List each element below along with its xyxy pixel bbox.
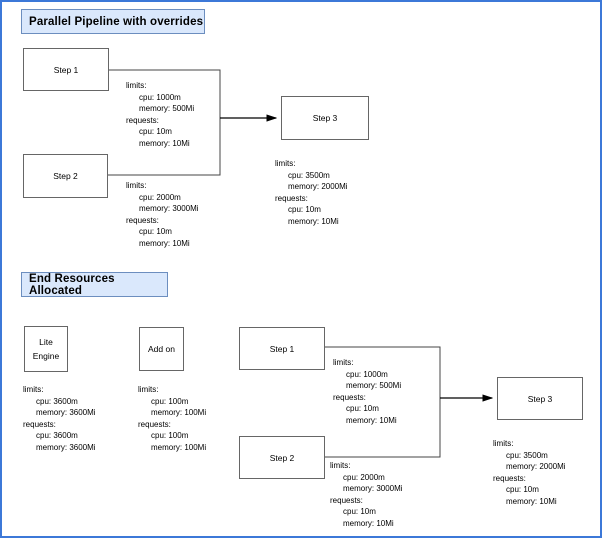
limits-label: limits:	[126, 181, 147, 190]
requests-cpu: cpu: 100m	[151, 431, 189, 441]
limits-cpu: cpu: 3500m	[288, 170, 330, 180]
requests-memory: memory: 100Mi	[151, 442, 207, 452]
requests-label: requests:	[126, 215, 159, 225]
requests-cpu: cpu: 10m	[343, 507, 376, 517]
limits-cpu: cpu: 1000m	[346, 369, 388, 379]
requests-cpu: cpu: 3600m	[36, 431, 78, 441]
node-top-step-2-label: Step 2	[53, 171, 78, 181]
banner-parallel-pipeline-label: Parallel Pipeline with overrides	[29, 15, 204, 28]
requests-label: requests:	[275, 193, 308, 203]
requests-memory: memory: 10Mi	[506, 496, 557, 506]
node-bottom-step-2[interactable]: Step 2	[239, 436, 325, 479]
requests-label: requests:	[330, 495, 363, 505]
limits-cpu: cpu: 100m	[151, 396, 189, 406]
resources-top-step-1: limits: cpu: 1000m memory: 500Mi request…	[126, 80, 194, 150]
node-add-on-label: Add on	[148, 344, 175, 354]
requests-memory: memory: 10Mi	[139, 138, 190, 148]
limits-label: limits:	[333, 358, 354, 367]
requests-cpu: cpu: 10m	[506, 485, 539, 495]
limits-cpu: cpu: 3600m	[36, 396, 78, 406]
limits-memory: memory: 2000Mi	[288, 182, 348, 192]
banner-end-resources-allocated: End Resources Allocated	[21, 272, 168, 297]
limits-memory: memory: 3000Mi	[343, 484, 403, 494]
limits-label: limits:	[275, 159, 296, 168]
node-lite-engine[interactable]: Lite Engine	[24, 326, 68, 372]
limits-memory: memory: 500Mi	[139, 104, 195, 114]
requests-cpu: cpu: 10m	[288, 205, 321, 215]
limits-cpu: cpu: 2000m	[139, 192, 181, 202]
requests-label: requests:	[23, 419, 56, 429]
banner-end-resources-allocated-label: End Resources Allocated	[29, 272, 115, 297]
node-bottom-step-2-label: Step 2	[269, 452, 295, 463]
limits-label: limits:	[493, 439, 514, 448]
limits-cpu: cpu: 3500m	[506, 450, 548, 460]
node-top-step-1-label: Step 1	[53, 64, 79, 75]
limits-memory: memory: 2000Mi	[506, 462, 566, 472]
resources-top-step-3: limits: cpu: 3500m memory: 2000Mi reques…	[275, 158, 348, 228]
limits-label: limits:	[330, 461, 351, 470]
resources-bottom-step-1: limits: cpu: 1000m memory: 500Mi request…	[333, 357, 401, 427]
limits-memory: memory: 3600Mi	[36, 408, 96, 418]
requests-memory: memory: 10Mi	[288, 216, 339, 226]
limits-memory: memory: 100Mi	[151, 408, 207, 418]
resources-add-on: limits: cpu: 100m memory: 100Mi requests…	[138, 384, 206, 454]
limits-cpu: cpu: 1000m	[139, 92, 181, 102]
requests-label: requests:	[493, 473, 526, 483]
limits-label: limits:	[138, 385, 159, 394]
requests-label: requests:	[333, 392, 366, 402]
requests-memory: memory: 3600Mi	[36, 442, 96, 452]
requests-memory: memory: 10Mi	[139, 238, 190, 248]
limits-cpu: cpu: 2000m	[343, 472, 385, 482]
requests-label: requests:	[138, 419, 171, 429]
node-lite-engine-label: Lite Engine	[32, 337, 60, 361]
node-top-step-3-label: Step 3	[312, 113, 338, 123]
node-bottom-step-3-label: Step 3	[527, 393, 553, 404]
requests-label: requests:	[126, 115, 159, 125]
requests-cpu: cpu: 10m	[346, 404, 379, 414]
limits-label: limits:	[23, 385, 44, 394]
resources-bottom-step-3: limits: cpu: 3500m memory: 2000Mi reques…	[493, 438, 566, 508]
node-add-on[interactable]: Add on	[139, 327, 184, 371]
node-bottom-step-1-label: Step 1	[269, 343, 295, 354]
banner-parallel-pipeline: Parallel Pipeline with overrides	[21, 9, 205, 34]
limits-memory: memory: 500Mi	[346, 381, 402, 391]
node-top-step-2[interactable]: Step 2	[23, 154, 108, 198]
node-bottom-step-3[interactable]: Step 3	[497, 377, 583, 420]
requests-cpu: cpu: 10m	[139, 227, 172, 237]
limits-label: limits:	[126, 81, 147, 90]
resources-lite-engine: limits: cpu: 3600m memory: 3600Mi reques…	[23, 384, 96, 454]
resources-bottom-step-2: limits: cpu: 2000m memory: 3000Mi reques…	[330, 460, 403, 530]
node-bottom-step-1[interactable]: Step 1	[239, 327, 325, 370]
node-top-step-1[interactable]: Step 1	[23, 48, 109, 91]
resources-top-step-2: limits: cpu: 2000m memory: 3000Mi reques…	[126, 180, 199, 250]
requests-memory: memory: 10Mi	[346, 415, 397, 425]
limits-memory: memory: 3000Mi	[139, 204, 199, 214]
requests-cpu: cpu: 10m	[139, 127, 172, 137]
node-top-step-3[interactable]: Step 3	[281, 96, 369, 140]
requests-memory: memory: 10Mi	[343, 518, 394, 528]
